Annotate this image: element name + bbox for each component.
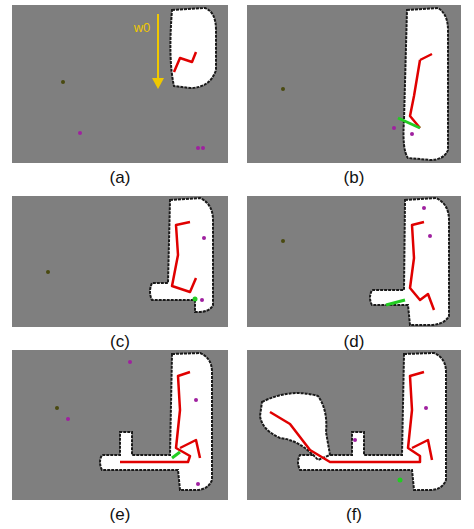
- panel-label: (c): [110, 333, 130, 352]
- panel-label: (a): [110, 169, 131, 188]
- start-dot: [46, 80, 285, 410]
- goal-dot: [66, 126, 432, 486]
- panel-label: (e): [110, 506, 131, 525]
- robot-path: [120, 52, 434, 462]
- direction-arrow: [152, 14, 164, 89]
- map-ground: [12, 5, 461, 500]
- frontier-line: [172, 118, 420, 458]
- frontier-point: [193, 297, 403, 483]
- panel-label: (d): [344, 333, 365, 352]
- free-space: [100, 8, 449, 490]
- direction-label: w0: [134, 21, 151, 35]
- panel-label: (f): [346, 506, 362, 525]
- panel-label: (b): [344, 169, 365, 188]
